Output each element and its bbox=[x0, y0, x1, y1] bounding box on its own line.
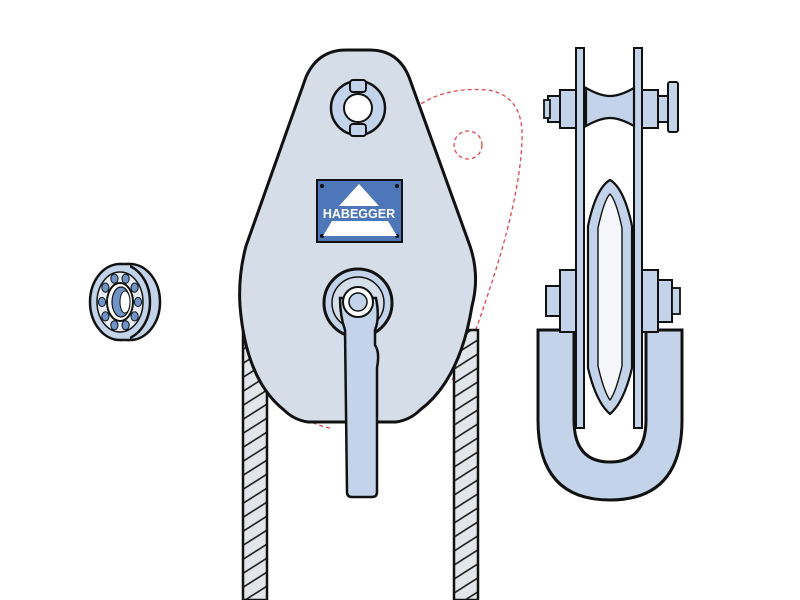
sheave-groove bbox=[597, 193, 623, 402]
bearing-ball bbox=[130, 311, 139, 322]
bearing-ball bbox=[121, 320, 130, 331]
bearing-ball bbox=[133, 296, 143, 308]
top-spool bbox=[543, 81, 679, 133]
bearing-balls bbox=[97, 273, 143, 331]
bearing-ball bbox=[121, 273, 130, 284]
bearing-ball bbox=[130, 282, 139, 293]
bearing-ball bbox=[101, 311, 110, 322]
side-view-block bbox=[536, 47, 684, 502]
side-plate-right bbox=[633, 47, 643, 429]
pulley-block: HABEGGER bbox=[238, 48, 477, 499]
swing-arm bbox=[338, 296, 380, 499]
ball-bearing bbox=[88, 262, 162, 342]
shackle bbox=[536, 328, 684, 502]
bearing-ball bbox=[97, 296, 107, 308]
brand-badge: HABEGGER bbox=[316, 179, 403, 243]
bearing-ball bbox=[110, 320, 119, 331]
bearing-ball bbox=[101, 282, 110, 293]
lower-axle bbox=[545, 269, 681, 333]
bearing-ball bbox=[110, 273, 119, 284]
top-bolt bbox=[329, 79, 387, 137]
swing-plate bbox=[322, 267, 394, 499]
side-plate-left bbox=[575, 47, 585, 429]
brand-logo-icon bbox=[339, 184, 379, 206]
brand-label: HABEGGER bbox=[323, 207, 395, 221]
wire-rope-right bbox=[452, 328, 480, 600]
